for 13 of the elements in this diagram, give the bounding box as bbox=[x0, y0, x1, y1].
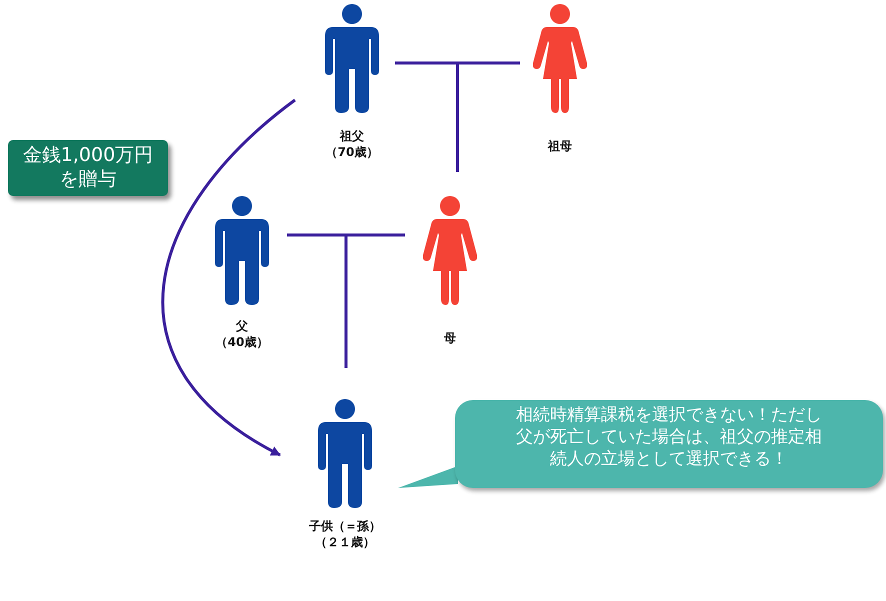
edge-label: 金銭1,000万円を贈与 bbox=[8, 140, 168, 196]
person-caption: 父（40歳） bbox=[214, 318, 270, 350]
callout-pointer bbox=[398, 466, 458, 488]
connector-line bbox=[456, 63, 459, 172]
connector-line bbox=[395, 62, 520, 64]
person-caption: 祖父（70歳） bbox=[324, 128, 380, 160]
connector-line bbox=[344, 235, 348, 368]
connector-line bbox=[287, 234, 405, 236]
curved-arrow bbox=[162, 98, 296, 456]
person-caption: 祖母 bbox=[546, 138, 573, 154]
speech-bubble: 相続時精算課税を選択できない！ただし父が死亡していた場合は、祖父の推定相続人の立場として選択できる！ bbox=[455, 400, 883, 488]
person-caption: 子供（＝孫）（２１歳） bbox=[308, 518, 382, 550]
person-caption: 母 bbox=[443, 330, 457, 346]
